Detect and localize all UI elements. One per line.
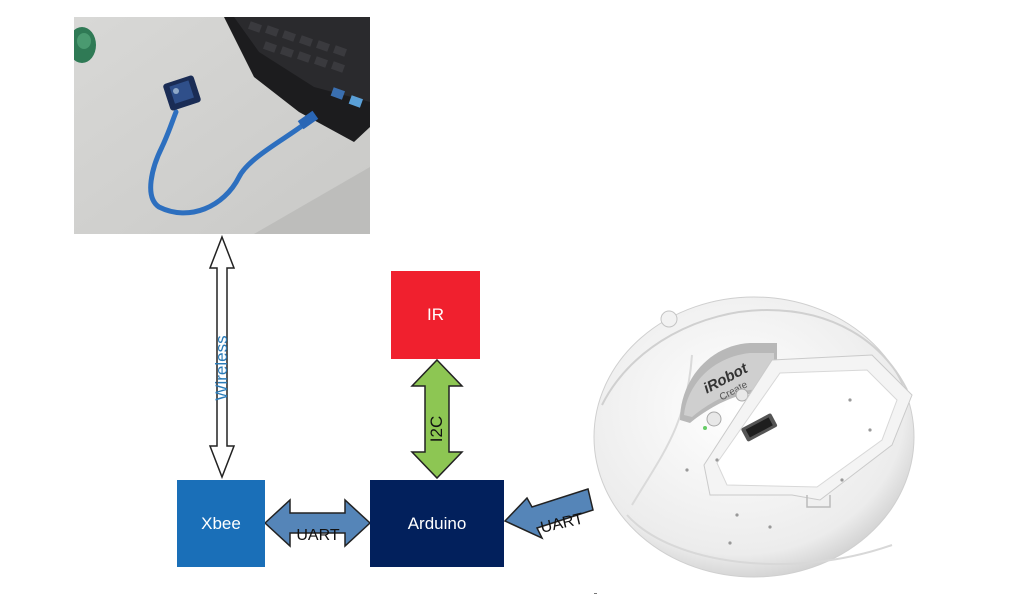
xbee-block: Xbee [177, 480, 265, 567]
power-knob-icon [660, 310, 678, 328]
uart-right-arrow [503, 488, 594, 540]
arduino-block: Arduino [370, 480, 504, 567]
i2c-arrow [410, 358, 464, 480]
ir-block: IR [391, 271, 480, 359]
irobot-create-photo: iRobot Create [593, 296, 915, 578]
arduino-label: Arduino [407, 513, 467, 533]
xbee-label: Xbee [201, 513, 241, 533]
wireless-label: Wireless [212, 335, 231, 400]
robot-power-button-icon [706, 411, 722, 427]
ir-label: IR [427, 305, 444, 324]
i2c-label: I2C [427, 416, 446, 442]
wireless-arrow [208, 234, 236, 480]
stray-mark [594, 593, 597, 594]
laptop-xbee-photo [74, 17, 370, 234]
uart-left-label: UART [296, 527, 339, 544]
